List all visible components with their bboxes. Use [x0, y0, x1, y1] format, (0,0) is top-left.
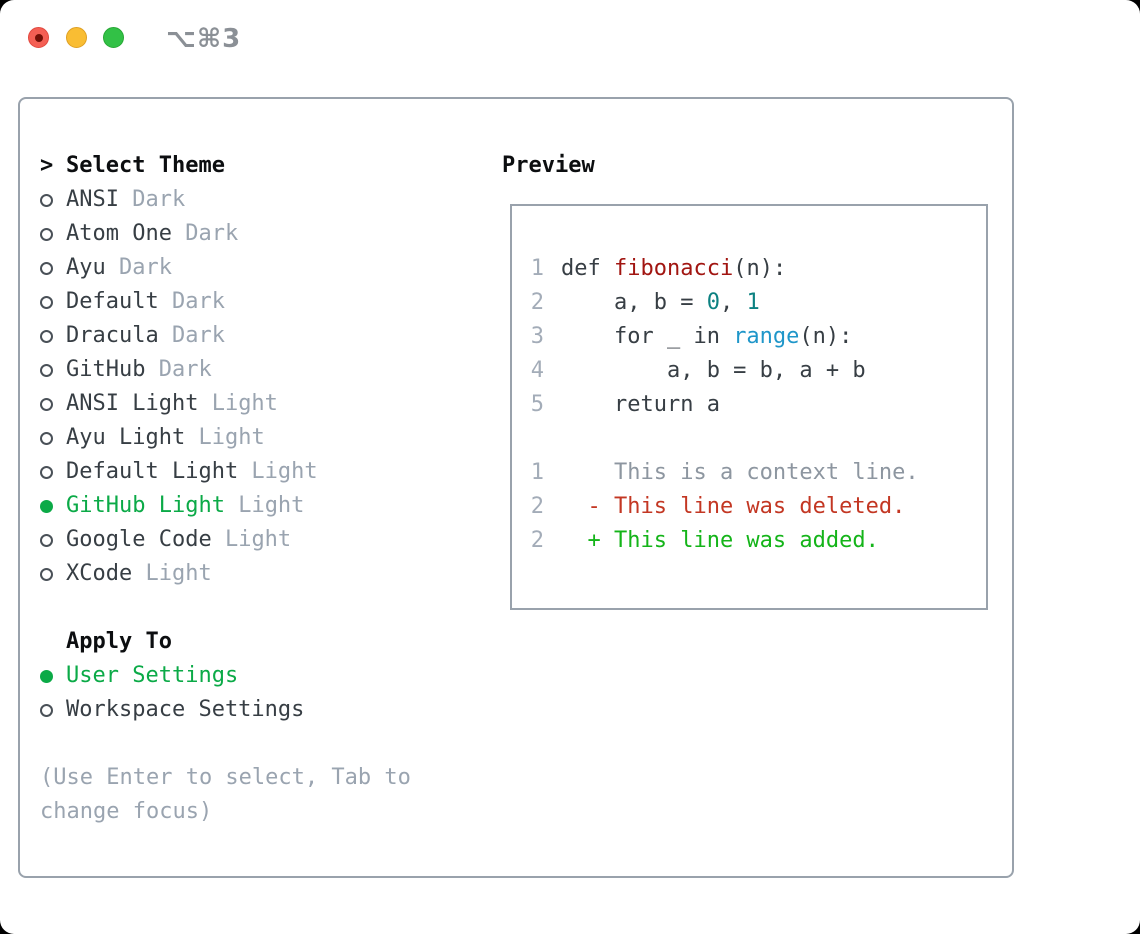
- option-variant-label: Dark: [105, 255, 172, 280]
- theme-option[interactable]: GitHub Light Light: [40, 489, 490, 523]
- line-number: 5: [530, 392, 544, 417]
- line-number: 3: [530, 324, 544, 349]
- prompt-icon: >: [40, 153, 54, 178]
- theme-option[interactable]: Default Dark: [40, 285, 490, 319]
- spacer: [40, 591, 490, 625]
- theme-option[interactable]: XCode Light: [40, 557, 490, 591]
- close-button[interactable]: [28, 27, 49, 48]
- code-line-content: for _ in range(n):: [561, 324, 853, 349]
- option-label: ANSI Light: [66, 391, 199, 416]
- code-line-content: def fibonacci(n):: [561, 256, 787, 281]
- code-line-content: + This line was added.: [561, 528, 879, 553]
- code-line: 4 a, b = b, a + b: [530, 354, 986, 388]
- line-number: [530, 422, 544, 456]
- radio-unselected-icon: [40, 329, 53, 343]
- minimize-button[interactable]: [66, 27, 87, 48]
- option-label: GitHub Light: [66, 493, 225, 518]
- radio-unselected-icon: [40, 533, 53, 547]
- line-number: 2: [530, 290, 544, 315]
- code-line-content: - This line was deleted.: [561, 494, 906, 519]
- option-variant-label: Dark: [118, 187, 186, 212]
- apply-to-header: Apply To: [40, 625, 490, 659]
- theme-option[interactable]: Ayu Light Light: [40, 421, 490, 455]
- theme-option[interactable]: ANSI Light Light: [40, 387, 490, 421]
- code-line: 3 for _ in range(n):: [530, 320, 986, 354]
- theme-option[interactable]: ANSI Dark: [40, 183, 490, 217]
- code-line: 2 a, b = 0, 1: [530, 286, 986, 320]
- code-line: 1 def fibonacci(n):: [530, 252, 986, 286]
- option-variant-label: Dark: [158, 323, 225, 348]
- option-label: Default Light: [66, 459, 239, 484]
- apply-to-option[interactable]: Workspace Settings: [40, 693, 490, 727]
- code-line: 2 - This line was deleted.: [530, 490, 986, 524]
- line-number: 2: [530, 528, 544, 553]
- theme-option[interactable]: Default Light Light: [40, 455, 490, 489]
- window-title: ⌥⌘3: [166, 24, 242, 54]
- option-label: ANSI: [66, 187, 119, 212]
- option-variant-label: Light: [224, 493, 305, 518]
- radio-unselected-icon: [40, 261, 53, 275]
- code-line-content: This is a context line.: [561, 460, 919, 485]
- option-label: Workspace Settings: [66, 697, 305, 722]
- theme-option[interactable]: Google Code Light: [40, 523, 490, 557]
- code-line-content: return a: [561, 392, 720, 417]
- radio-unselected-icon: [40, 227, 53, 241]
- option-label: User Settings: [66, 663, 239, 688]
- select-theme-header-label: Select Theme: [66, 153, 225, 178]
- line-number: 1: [530, 256, 544, 281]
- option-variant-label: Dark: [145, 357, 212, 382]
- theme-option[interactable]: Ayu Dark: [40, 251, 490, 285]
- spacer: [40, 727, 490, 761]
- option-variant-label: Light: [185, 425, 265, 450]
- radio-unselected-icon: [40, 363, 53, 377]
- option-label: Ayu Light: [66, 425, 186, 450]
- option-label: Atom One: [66, 221, 172, 246]
- option-variant-label: Dark: [158, 289, 225, 314]
- keyboard-hint: (Use Enter to select, Tab to change focu…: [40, 765, 411, 824]
- radio-unselected-icon: [40, 465, 53, 479]
- theme-option[interactable]: GitHub Dark: [40, 353, 490, 387]
- select-theme-header: > Select Theme: [40, 149, 490, 183]
- option-label: Dracula: [66, 323, 159, 348]
- radio-unselected-icon: [40, 567, 53, 581]
- option-label: XCode: [66, 561, 133, 586]
- radio-unselected-icon: [40, 397, 53, 411]
- radio-unselected-icon: [40, 431, 53, 445]
- theme-option[interactable]: Atom One Dark: [40, 217, 490, 251]
- code-line: 1 This is a context line.: [530, 456, 986, 490]
- code-line: [530, 422, 986, 456]
- option-variant-label: Light: [238, 459, 318, 484]
- radio-unselected-icon: [40, 703, 53, 717]
- line-number: 2: [530, 494, 544, 519]
- theme-option[interactable]: Dracula Dark: [40, 319, 490, 353]
- option-label: Default: [66, 289, 159, 314]
- code-line: 2 + This line was added.: [530, 524, 986, 558]
- preview-header: Preview: [502, 153, 595, 178]
- apply-to-header-label: Apply To: [66, 629, 172, 654]
- radio-selected-icon: [40, 669, 53, 683]
- line-number: 4: [530, 358, 544, 383]
- titlebar: ⌥⌘3: [0, 0, 1140, 76]
- option-variant-label: Dark: [171, 221, 239, 246]
- radio-unselected-icon: [40, 295, 53, 309]
- option-variant-label: Light: [198, 391, 278, 416]
- option-variant-label: Light: [132, 561, 212, 586]
- code-line: 5 return a: [530, 388, 986, 422]
- radio-selected-icon: [40, 499, 53, 513]
- option-label: Ayu: [66, 255, 106, 280]
- line-number: 1: [530, 460, 544, 485]
- option-label: GitHub: [66, 357, 146, 382]
- code-line-content: a, b = b, a + b: [561, 358, 866, 383]
- radio-unselected-icon: [40, 193, 53, 207]
- code-line-content: a, b = 0, 1: [561, 290, 760, 315]
- zoom-button[interactable]: [103, 27, 124, 48]
- option-label: Google Code: [66, 527, 212, 552]
- apply-to-option[interactable]: User Settings: [40, 659, 490, 693]
- option-variant-label: Light: [211, 527, 292, 552]
